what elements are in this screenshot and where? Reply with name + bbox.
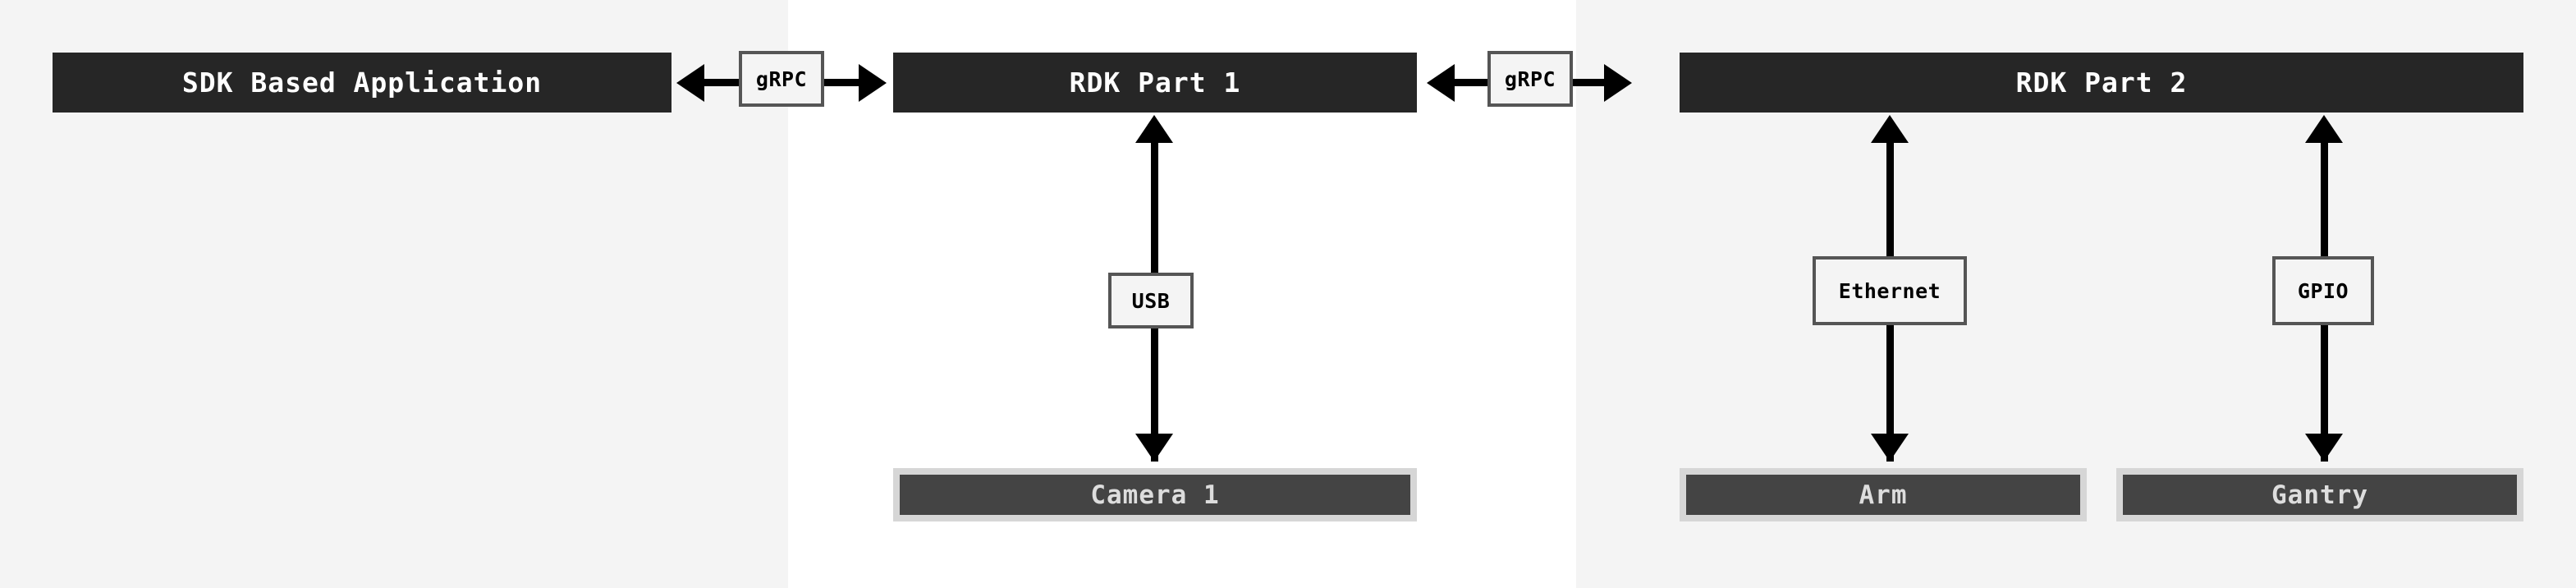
arrow-head-down-ethernet bbox=[1871, 434, 1909, 462]
edge-label-gpio[interactable]: GPIO bbox=[2272, 256, 2374, 325]
arrow-shaft-ethernet-lower bbox=[1886, 324, 1894, 462]
node-rdk-part-2[interactable]: RDK Part 2 bbox=[1680, 53, 2523, 113]
arrow-shaft-gpio-lower bbox=[2321, 324, 2328, 462]
arrow-shaft-usb-lower bbox=[1151, 327, 1158, 462]
arrow-shaft-grpc-2-right bbox=[1570, 79, 1606, 86]
edge-label-usb[interactable]: USB bbox=[1108, 273, 1194, 328]
arrow-shaft-grpc-1-left bbox=[704, 79, 742, 86]
arrow-shaft-grpc-2-left bbox=[1455, 79, 1491, 86]
arrow-shaft-grpc-1-right bbox=[821, 79, 859, 86]
edge-label-grpc-rdk1-to-rdk2[interactable]: gRPC bbox=[1487, 51, 1573, 107]
arrow-shaft-usb-upper bbox=[1151, 141, 1158, 278]
arrow-shaft-ethernet-upper bbox=[1886, 141, 1894, 260]
arrow-head-up-gpio bbox=[2305, 115, 2343, 143]
edge-label-grpc-sdk-to-rdk1[interactable]: gRPC bbox=[739, 51, 824, 107]
arrow-head-left-grpc-1 bbox=[676, 64, 704, 102]
arrow-head-down-gpio bbox=[2305, 434, 2343, 462]
arrow-head-right-grpc-2 bbox=[1604, 64, 1632, 102]
arrow-head-down-usb bbox=[1135, 434, 1173, 462]
node-sdk-based-application[interactable]: SDK Based Application bbox=[53, 53, 672, 113]
arrow-head-up-usb bbox=[1135, 115, 1173, 143]
arrow-shaft-gpio-upper bbox=[2321, 141, 2328, 260]
node-camera-1[interactable]: Camera 1 bbox=[893, 468, 1417, 521]
edge-label-ethernet[interactable]: Ethernet bbox=[1813, 256, 1967, 325]
arrow-head-right-grpc-1 bbox=[859, 64, 887, 102]
arrow-head-left-grpc-2 bbox=[1427, 64, 1455, 102]
node-arm[interactable]: Arm bbox=[1680, 468, 2087, 521]
node-rdk-part-1[interactable]: RDK Part 1 bbox=[893, 53, 1417, 113]
node-gantry[interactable]: Gantry bbox=[2116, 468, 2523, 521]
arrow-head-up-ethernet bbox=[1871, 115, 1909, 143]
